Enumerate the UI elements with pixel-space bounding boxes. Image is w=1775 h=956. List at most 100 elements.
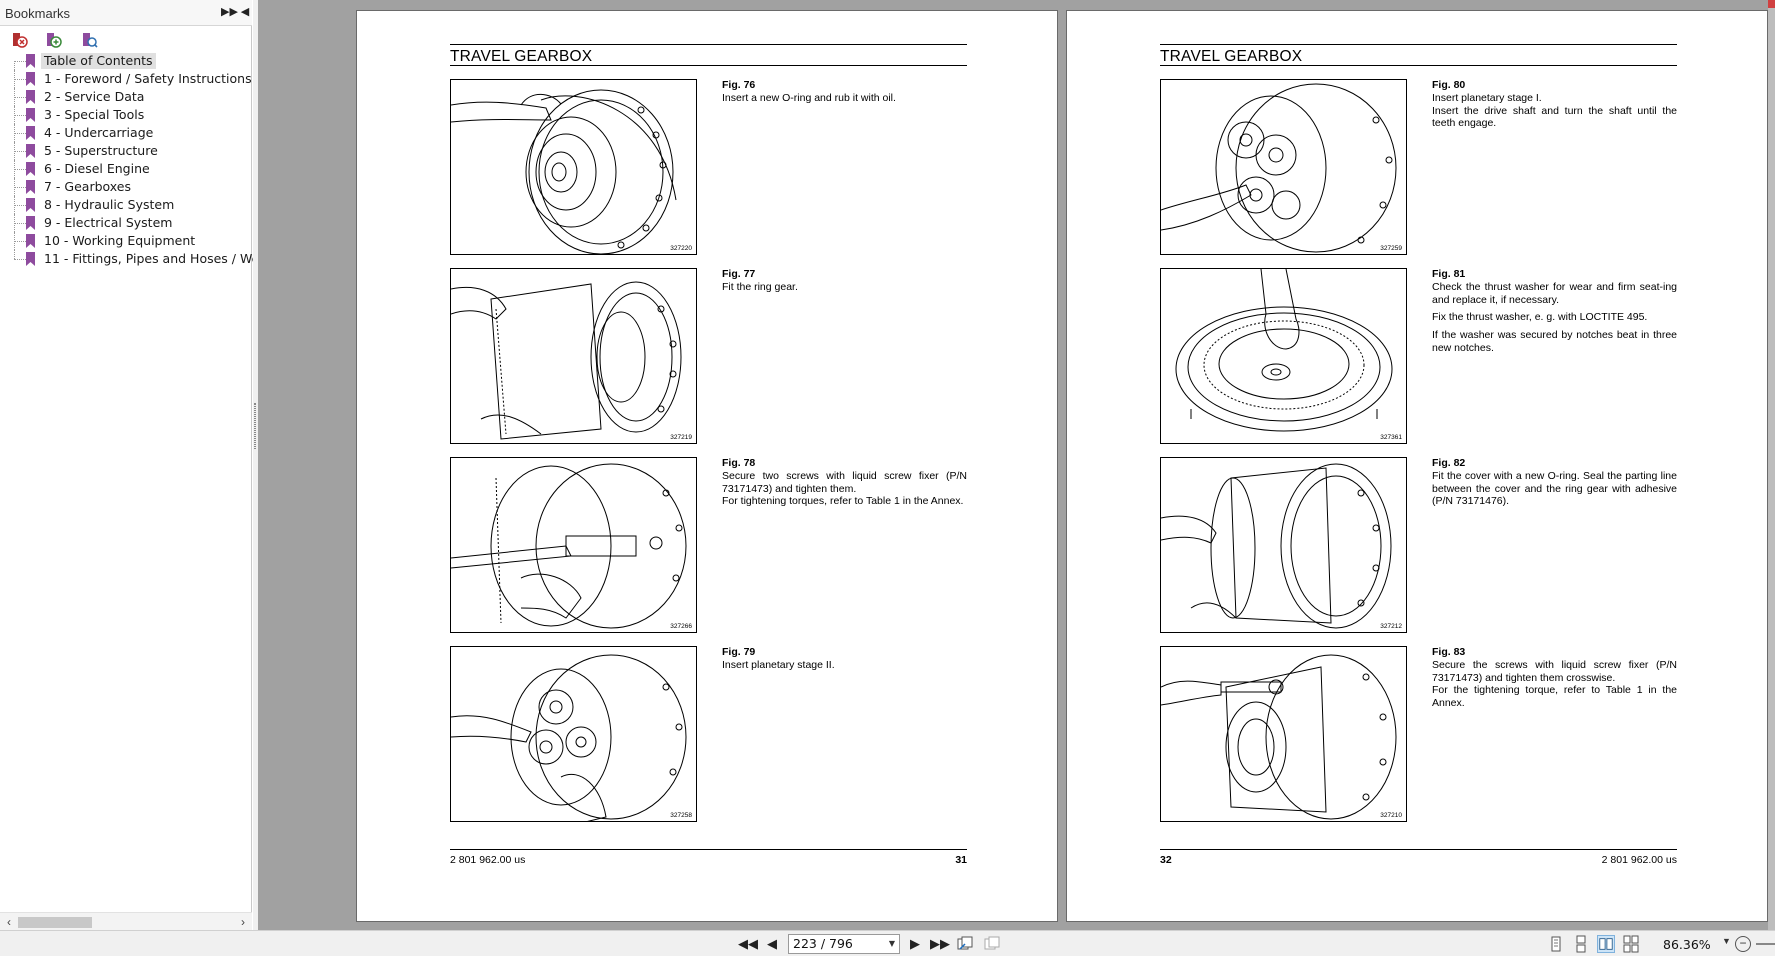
- scroll-right-icon[interactable]: ›: [241, 915, 245, 929]
- chevron-down-icon[interactable]: ▼: [888, 939, 895, 948]
- scrollbar-thumb[interactable]: [18, 917, 92, 928]
- figure-title: Fig. 77: [722, 268, 756, 280]
- figure-illustration: 327219: [450, 268, 697, 444]
- figure-image-number: 327219: [670, 434, 692, 441]
- zoom-slider[interactable]: [1756, 943, 1775, 945]
- page-footer: 2 801 962.00 us 31: [450, 849, 967, 869]
- bookmark-item[interactable]: 7 - Gearboxes: [0, 178, 252, 196]
- bookmark-icon: [26, 54, 35, 68]
- bookmark-icon: [26, 72, 35, 86]
- delete-bookmark-icon[interactable]: [10, 31, 28, 49]
- figure-title: Fig. 78: [722, 457, 756, 469]
- figure-illustration: 327212: [1160, 457, 1407, 633]
- scroll-left-icon[interactable]: ‹: [7, 915, 11, 929]
- page-header: TRAVEL GEARBOX: [1160, 44, 1677, 66]
- bookmark-label[interactable]: 11 - Fittings, Pipes and Hoses / Wedir: [44, 251, 276, 266]
- figure-image-number: 327258: [670, 812, 692, 819]
- bookmark-label[interactable]: 8 - Hydraulic System: [44, 197, 175, 212]
- bookmark-item[interactable]: 2 - Service Data: [0, 88, 252, 106]
- figure-caption: Fig. 79 Insert planetary stage II.: [722, 646, 967, 672]
- bookmark-item[interactable]: 3 - Special Tools: [0, 106, 252, 124]
- figure-caption: Fig. 76 Insert a new O-ring and rub it w…: [722, 79, 967, 105]
- bookmark-item[interactable]: 4 - Undercarriage: [0, 124, 252, 142]
- caption-text: Secure the screws with liquid screw fixe…: [1432, 658, 1677, 684]
- single-page-view-icon[interactable]: [1547, 935, 1565, 953]
- bookmark-item[interactable]: 8 - Hydraulic System: [0, 196, 252, 214]
- bookmarks-horizontal-scrollbar[interactable]: ‹ ›: [0, 912, 252, 930]
- bookmark-item[interactable]: 11 - Fittings, Pipes and Hoses / Wedir: [0, 250, 276, 268]
- vertical-scrollbar[interactable]: [1768, 0, 1775, 930]
- status-bar: ◀◀ ◀ 223 / 796 ▼ ▶ ▶▶ 86.36% ▼ −: [0, 930, 1775, 956]
- figure-illustration: 327259: [1160, 79, 1407, 255]
- bookmark-label[interactable]: 9 - Electrical System: [44, 215, 173, 230]
- page-number: 31: [955, 854, 967, 866]
- bookmark-item[interactable]: 9 - Electrical System: [0, 214, 252, 232]
- figure-caption: Fig. 77 Fit the ring gear.: [722, 268, 967, 294]
- zoom-level[interactable]: 86.36%: [1663, 937, 1711, 952]
- page-header-title: TRAVEL GEARBOX: [450, 48, 593, 65]
- figure-caption: Fig. 82 Fit the cover with a new O-ring.…: [1432, 457, 1677, 508]
- bookmark-icon: [26, 90, 35, 104]
- bookmark-label[interactable]: Table of Contents: [41, 53, 156, 69]
- bookmark-icon: [26, 234, 35, 248]
- bookmark-item[interactable]: Table of Contents: [0, 52, 252, 70]
- figure-image-number: 327210: [1380, 812, 1402, 819]
- figure-image-number: 327266: [670, 623, 692, 630]
- figure-illustration: 327220: [450, 79, 697, 255]
- figure-illustration: 327258: [450, 646, 697, 822]
- last-page-icon[interactable]: ▶▶: [930, 936, 950, 951]
- bookmark-label[interactable]: 5 - Superstructure: [44, 143, 158, 158]
- figure-caption: Fig. 83 Secure the screws with liquid sc…: [1432, 646, 1677, 710]
- bookmark-label[interactable]: 3 - Special Tools: [44, 107, 145, 122]
- page-header: TRAVEL GEARBOX: [450, 44, 967, 66]
- page-footer: 32 2 801 962.00 us: [1160, 849, 1677, 869]
- bookmark-label[interactable]: 2 - Service Data: [44, 89, 145, 104]
- bookmark-icon: [26, 162, 35, 176]
- caption-text: Insert planetary stage II.: [722, 658, 835, 671]
- panel-splitter[interactable]: [253, 0, 258, 930]
- bookmark-icon: [26, 144, 35, 158]
- document-number: 2 801 962.00 us: [450, 854, 526, 866]
- figure-title: Fig. 79: [722, 646, 756, 658]
- page-indicator: 223 / 796: [793, 936, 853, 951]
- chevron-down-icon[interactable]: ▼: [1722, 936, 1731, 946]
- document-view[interactable]: TRAVEL GEARBOX 327220 Fig. 76 Insert a n…: [258, 0, 1775, 930]
- two-page-continuous-view-icon[interactable]: [1622, 935, 1640, 953]
- bookmark-item[interactable]: 10 - Working Equipment: [0, 232, 252, 250]
- caption-text: For the tightening torque, refer to Tabl…: [1432, 684, 1677, 710]
- bookmark-icon: [26, 180, 35, 194]
- caption-text: Fit the cover with a new O-ring. Seal th…: [1432, 469, 1677, 508]
- bookmark-label[interactable]: 1 - Foreword / Safety Instructions: [44, 71, 252, 86]
- collapse-panel-icon[interactable]: ◀: [240, 6, 250, 18]
- bookmark-item[interactable]: 5 - Superstructure: [0, 142, 252, 160]
- go-back-view-icon[interactable]: [956, 935, 974, 953]
- bookmark-icon: [26, 216, 35, 230]
- bookmark-item[interactable]: 6 - Diesel Engine: [0, 160, 252, 178]
- page-number-input[interactable]: 223 / 796 ▼: [788, 934, 900, 954]
- figure-title: Fig. 83: [1432, 646, 1466, 658]
- page-31: TRAVEL GEARBOX 327220 Fig. 76 Insert a n…: [356, 10, 1058, 922]
- figure-title: Fig. 82: [1432, 457, 1466, 469]
- bookmark-label[interactable]: 4 - Undercarriage: [44, 125, 154, 140]
- find-bookmark-icon[interactable]: [80, 31, 98, 49]
- next-page-icon[interactable]: ▶: [910, 936, 920, 951]
- expand-panel-icon[interactable]: ▶▶: [221, 6, 238, 18]
- first-page-icon[interactable]: ◀◀: [738, 936, 758, 951]
- previous-page-icon[interactable]: ◀: [767, 936, 777, 951]
- bookmark-label[interactable]: 7 - Gearboxes: [44, 179, 131, 194]
- zoom-out-icon[interactable]: −: [1735, 936, 1751, 952]
- document-number: 2 801 962.00 us: [1601, 854, 1677, 866]
- bookmark-label[interactable]: 6 - Diesel Engine: [44, 161, 150, 176]
- expand-bookmark-icon[interactable]: [44, 31, 62, 49]
- two-page-view-icon[interactable]: [1597, 935, 1615, 953]
- splitter-grip[interactable]: [254, 403, 256, 449]
- page-32: TRAVEL GEARBOX 327259 Fig. 80 Insert pla…: [1066, 10, 1768, 922]
- caption-text: Secure two screws with liquid screw fixe…: [722, 469, 967, 495]
- figure-title: Fig. 76: [722, 79, 756, 91]
- go-forward-view-icon[interactable]: [983, 935, 1001, 953]
- figure-caption: Fig. 80 Insert planetary stage I. Insert…: [1432, 79, 1677, 130]
- bookmark-item[interactable]: 1 - Foreword / Safety Instructions: [0, 70, 252, 88]
- continuous-view-icon[interactable]: [1572, 935, 1590, 953]
- figure-illustration: 327361: [1160, 268, 1407, 444]
- bookmark-label[interactable]: 10 - Working Equipment: [44, 233, 196, 248]
